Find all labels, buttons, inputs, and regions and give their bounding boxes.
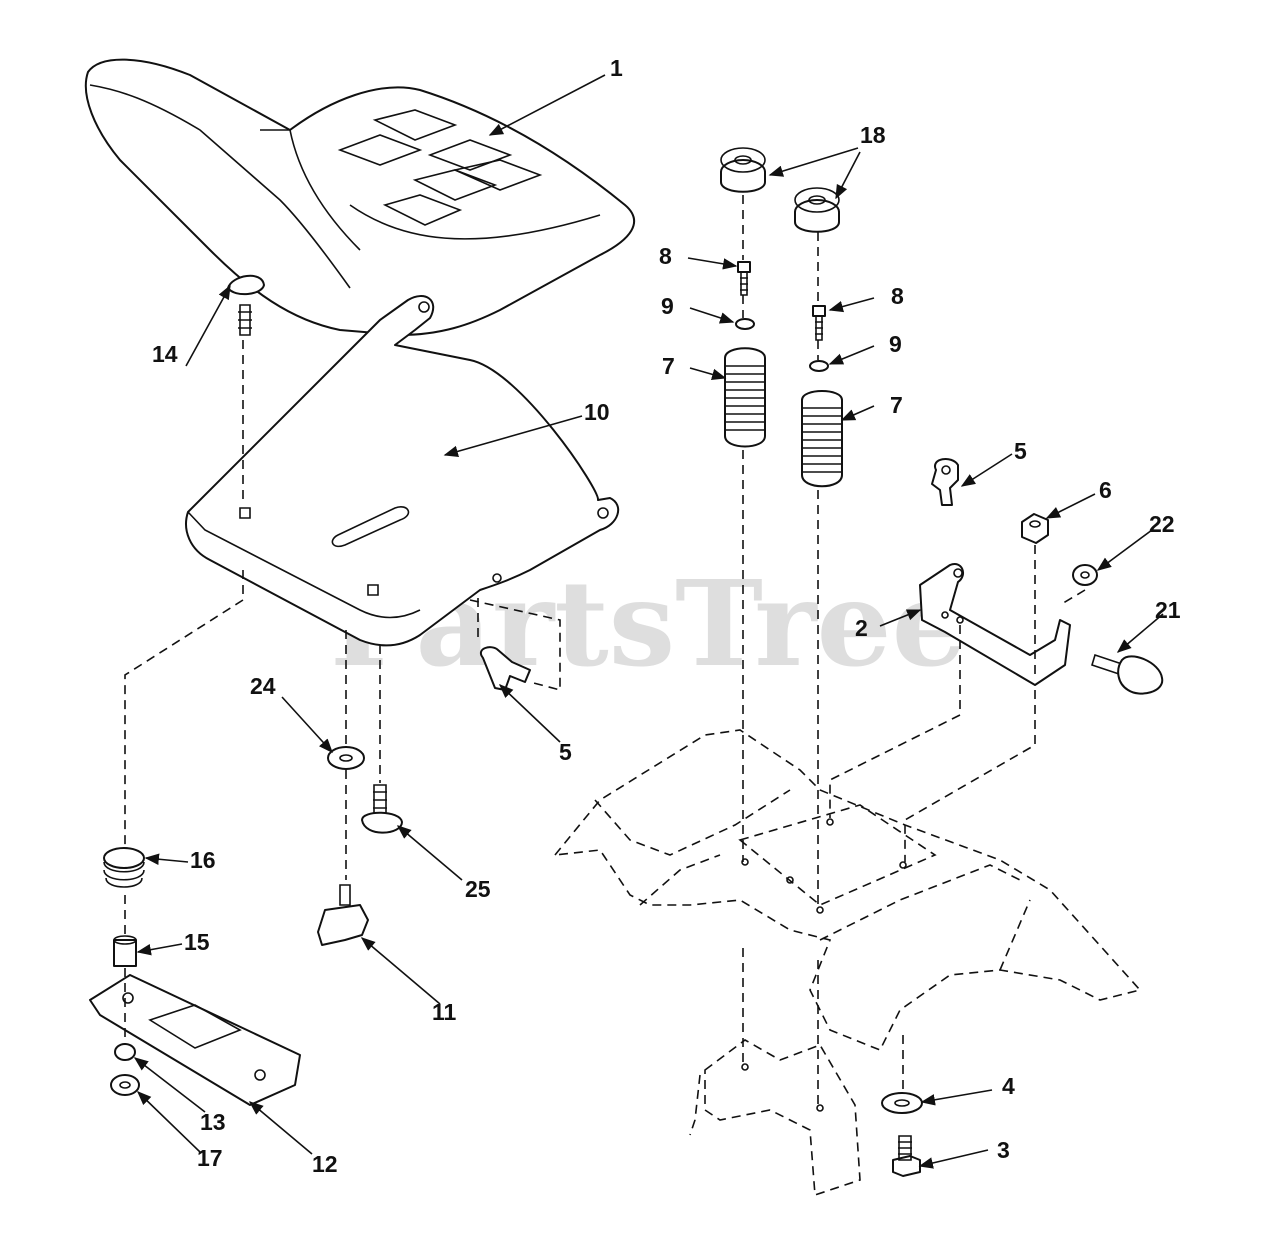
- fender-part: [553, 729, 1142, 1052]
- callout-21: 21: [1155, 597, 1181, 623]
- washer-24-part[interactable]: [327, 746, 365, 770]
- bracket-part[interactable]: [919, 563, 1071, 686]
- bushing-right-part[interactable]: [794, 187, 840, 233]
- knob-part[interactable]: [227, 274, 265, 336]
- seat-pan-part[interactable]: [185, 295, 620, 647]
- bolt-part[interactable]: [892, 1135, 921, 1177]
- callout-17: 17: [197, 1145, 223, 1171]
- callout-6: 6: [1099, 477, 1112, 503]
- nut-13-part[interactable]: [114, 1043, 136, 1061]
- callout-11: 11: [432, 999, 457, 1025]
- lower-bracket-part: [689, 1039, 861, 1197]
- nut-part[interactable]: [1021, 513, 1049, 544]
- callout-16: 16: [190, 847, 216, 873]
- callout-25: 25: [465, 876, 491, 902]
- washer-right-part[interactable]: [809, 360, 829, 372]
- assembly-lines: [124, 195, 1086, 1108]
- callout-14: 14: [152, 341, 178, 367]
- callout-4: 4: [1002, 1073, 1015, 1099]
- callout-labels: 1 18 8 8 9 9 7 7 14 10 5 6 22 2 21 5 24 …: [152, 55, 1181, 1177]
- washer-left-part[interactable]: [735, 318, 755, 330]
- callout-1: 1: [610, 55, 623, 81]
- callout-3: 3: [997, 1137, 1010, 1163]
- screw-right-part[interactable]: [812, 305, 826, 341]
- callout-7-left: 7: [662, 353, 675, 379]
- callout-8-right: 8: [891, 283, 904, 309]
- callout-7-right: 7: [890, 392, 903, 418]
- spacer-part[interactable]: [113, 935, 137, 967]
- callout-12: 12: [312, 1151, 338, 1177]
- spring-left-part[interactable]: [724, 347, 766, 448]
- screw-left-part[interactable]: [737, 261, 751, 296]
- seat-part[interactable]: [84, 58, 636, 336]
- callout-13: 13: [200, 1109, 226, 1135]
- carriage-bolt-part[interactable]: [361, 784, 403, 834]
- spring-right-part[interactable]: [801, 390, 843, 488]
- callout-10: 10: [584, 399, 610, 425]
- callout-24: 24: [250, 673, 276, 699]
- bushing-left-part[interactable]: [720, 147, 766, 193]
- washer-17-part[interactable]: [110, 1074, 140, 1096]
- callout-15: 15: [184, 929, 210, 955]
- wing-knob-part[interactable]: [317, 884, 369, 946]
- callout-9-right: 9: [889, 331, 902, 357]
- callout-8-left: 8: [659, 243, 672, 269]
- locknut-part[interactable]: [1072, 564, 1098, 586]
- callout-5-left: 5: [559, 739, 572, 765]
- clip-right-part[interactable]: [931, 458, 959, 506]
- leader-lines: [133, 74, 1164, 1169]
- callout-2: 2: [855, 615, 868, 641]
- washer-4-part[interactable]: [881, 1092, 923, 1114]
- callout-18: 18: [860, 122, 886, 148]
- callout-22: 22: [1149, 511, 1175, 537]
- plate-part[interactable]: [89, 974, 301, 1106]
- spring-16-part[interactable]: [103, 847, 145, 888]
- clip-left-part[interactable]: [480, 646, 531, 691]
- callout-5-right: 5: [1014, 438, 1027, 464]
- knob-bolt-part[interactable]: [1091, 653, 1164, 695]
- callout-9-left: 9: [661, 293, 674, 319]
